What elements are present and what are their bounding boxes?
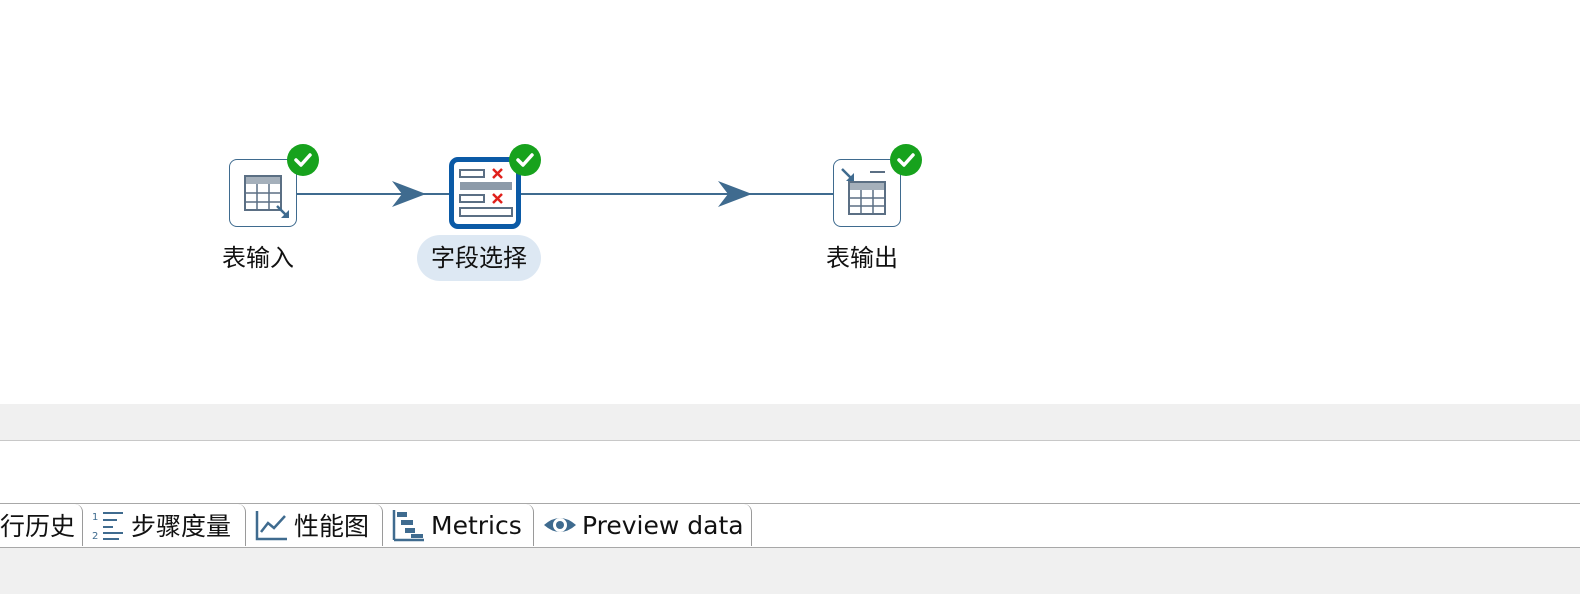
tab-row-history[interactable]: 行历史: [0, 504, 83, 546]
results-toolbar-area: [0, 441, 1580, 504]
execution-results-tabbar: 行历史 1 2 步骤度量 性能图: [0, 504, 1580, 548]
tab-step-metrics[interactable]: 1 2 步骤度量: [83, 504, 246, 546]
gantt-icon: [391, 508, 427, 542]
results-content-area: [0, 548, 1580, 594]
tab-label: 行历史: [0, 512, 76, 541]
line-chart-icon: [254, 508, 290, 542]
tab-metrics[interactable]: Metrics: [383, 504, 534, 546]
hops-layer: [296, 181, 834, 207]
eye-icon: [542, 508, 578, 542]
hop-arrowhead: [392, 181, 426, 207]
svg-text:1: 1: [92, 512, 98, 523]
success-check-icon: [890, 144, 922, 176]
tab-label: Metrics: [431, 510, 522, 540]
tab-label: 步骤度量: [131, 512, 232, 541]
success-check-icon: [509, 144, 541, 176]
step-table-input[interactable]: [229, 159, 297, 227]
transformation-canvas[interactable]: 表输入 字段选择 表输出: [0, 0, 1580, 404]
tab-label: 性能图: [294, 512, 370, 541]
hop-arrowhead: [718, 181, 752, 207]
tab-label: Preview data: [582, 510, 744, 540]
numbered-list-icon: 1 2: [91, 508, 127, 542]
svg-text:2: 2: [92, 531, 98, 542]
step-label-table-output: 表输出: [826, 244, 898, 272]
table-input-icon: [244, 175, 289, 218]
step-label-select-values: 字段选择: [417, 235, 541, 281]
tab-preview-data[interactable]: Preview data: [534, 504, 752, 546]
table-output-icon: [841, 168, 886, 215]
step-label-table-input: 表输入: [222, 244, 294, 272]
success-check-icon: [287, 144, 319, 176]
step-table-output[interactable]: [833, 159, 901, 227]
panel-splitter[interactable]: [0, 404, 1580, 441]
select-values-icon: [459, 168, 513, 217]
tab-performance-graph[interactable]: 性能图: [246, 504, 383, 546]
step-select-values[interactable]: [449, 157, 521, 229]
